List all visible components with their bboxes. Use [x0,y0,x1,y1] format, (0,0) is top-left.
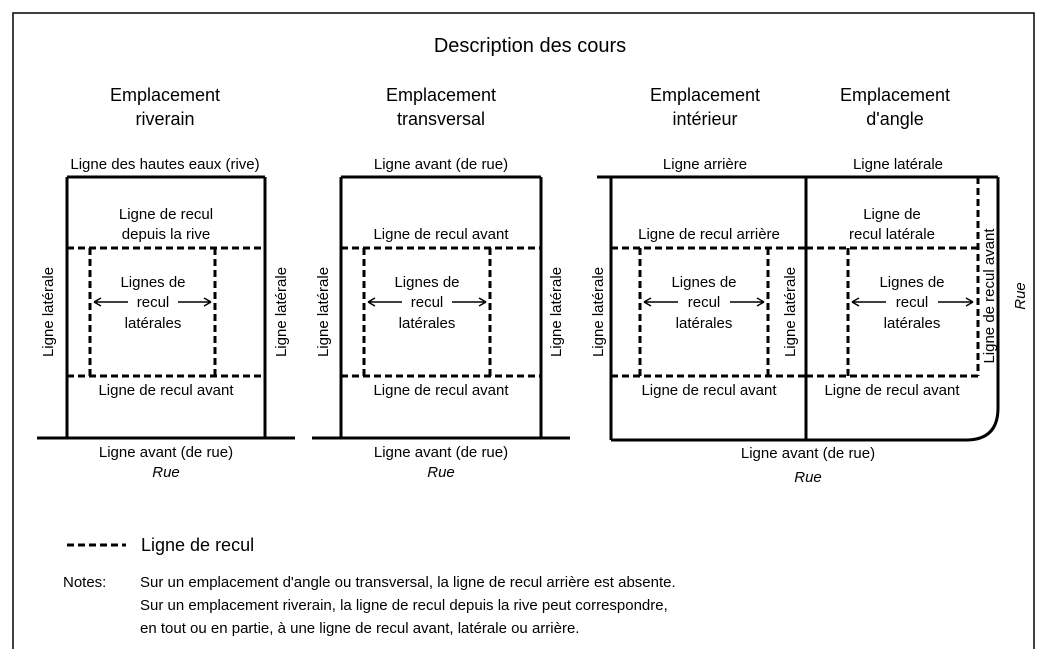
riverain-front-line-label: Ligne avant (de rue) [99,444,233,461]
heading-angle-line1: Emplacement [840,85,950,105]
interieur-side-setbacks-label-1: Lignes de [671,274,736,291]
angle-side-setbacks-label-3: latérales [884,315,941,332]
riverain-front-setback-label: Ligne de recul avant [98,382,234,399]
lot-riverain: Emplacement riverain Ligne des hautes ea… [37,85,295,481]
transversal-left-side-label: Ligne latérale [315,267,332,357]
shared-street-label: Rue [794,469,822,486]
riverain-shore-setback-label-2: depuis la rive [122,226,210,243]
transversal-right-side-label: Ligne latérale [548,267,565,357]
transversal-street-label: Rue [427,464,455,481]
heading-riverain-line1: Emplacement [110,85,220,105]
angle-top-setback-label-2: recul latérale [849,226,935,243]
lot-transversal: Emplacement transversal Ligne avant (de … [312,85,570,481]
riverain-left-side-label: Ligne latérale [40,267,57,357]
lot-interieur: Emplacement intérieur Ligne arrière Lign… [590,85,1000,442]
riverain-street-label: Rue [152,464,180,481]
angle-side-street-label: Rue [1012,282,1029,310]
riverain-top-line-label: Ligne des hautes eaux (rive) [70,156,259,173]
angle-top-setback-label-1: Ligne de [863,206,921,223]
transversal-left-arrow [367,297,402,307]
angle-side-setbacks-label-2: recul [896,294,929,311]
shared-front-line-label: Ligne avant (de rue) [741,445,875,462]
riverain-side-setbacks-label-1: Lignes de [120,274,185,291]
heading-angle-line2: d'angle [866,109,924,129]
interieur-left-side-label: Ligne latérale [590,267,607,357]
interieur-side-setbacks-label-2: recul [688,294,721,311]
interieur-top-line-label: Ligne arrière [663,156,747,173]
angle-right-arrow [938,297,974,307]
legend: Ligne de recul [67,535,254,555]
interieur-rear-setback-label: Ligne de recul arrière [638,226,780,243]
riverain-right-side-label: Ligne latérale [273,267,290,357]
interieur-right-arrow [730,297,765,307]
heading-riverain-line2: riverain [135,109,194,129]
transversal-top-line-label: Ligne avant (de rue) [374,156,508,173]
angle-street-side-setback-label: Ligne de recul avant [981,228,998,364]
angle-top-line-label: Ligne latérale [853,156,943,173]
heading-transversal-line1: Emplacement [386,85,496,105]
interieur-left-arrow [643,297,678,307]
riverain-side-setbacks-label-3: latérales [125,315,182,332]
notes-line-1: Sur un emplacement d'angle ou transversa… [140,574,676,591]
page-border [12,12,1035,649]
heading-transversal-line2: transversal [397,109,485,129]
riverain-left-arrow [93,297,128,307]
transversal-front-line-label: Ligne avant (de rue) [374,444,508,461]
riverain-side-setbacks-label-2: recul [137,294,170,311]
notes: Notes: Sur un emplacement d'angle ou tra… [63,574,676,637]
transversal-side-setbacks-label-1: Lignes de [394,274,459,291]
angle-front-setback-label: Ligne de recul avant [824,382,960,399]
transversal-side-setbacks-label-2: recul [411,294,444,311]
heading-interieur-line1: Emplacement [650,85,760,105]
interieur-side-setbacks-label-3: latérales [676,315,733,332]
transversal-right-arrow [452,297,487,307]
angle-side-setbacks-label-1: Lignes de [879,274,944,291]
diagram-title: Description des cours [434,35,626,57]
lot-angle: Emplacement d'angle Ligne latérale Ligne… [806,85,1029,399]
notes-line-3: en tout ou en partie, à une ligne de rec… [140,620,579,637]
heading-interieur-line2: intérieur [672,109,737,129]
riverain-shore-setback-label-1: Ligne de recul [119,206,213,223]
notes-label: Notes: [63,574,106,591]
angle-left-arrow [851,297,886,307]
notes-line-2: Sur un emplacement riverain, la ligne de… [140,597,668,614]
interieur-angle-front-corner-line [611,177,1000,442]
interieur-right-side-label: Ligne latérale [782,267,799,357]
transversal-side-setbacks-label-3: latérales [399,315,456,332]
riverain-right-arrow [178,297,212,307]
interieur-front-setback-label: Ligne de recul avant [641,382,777,399]
transversal-top-setback-label: Ligne de recul avant [373,226,509,243]
transversal-front-setback-label: Ligne de recul avant [373,382,509,399]
legend-label: Ligne de recul [141,535,254,555]
